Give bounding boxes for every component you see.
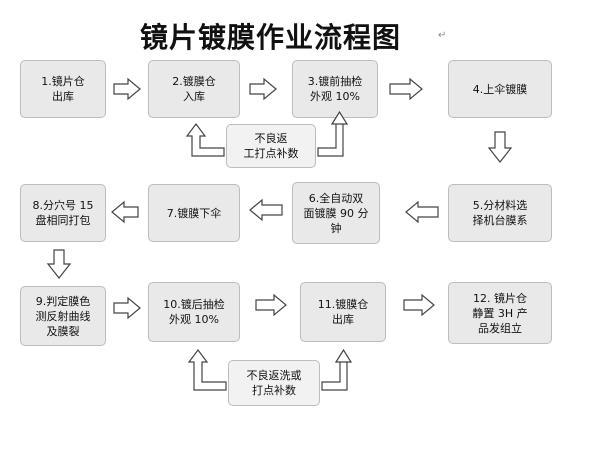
rework-1-box: 不良返 工打点补数	[226, 124, 316, 168]
step-7-box: 7.镀膜下伞	[148, 184, 240, 242]
arrow-right-10-11	[255, 293, 287, 317]
arrow-rework-1-to-step-2	[185, 123, 225, 157]
arrow-step-11-to-rework-2	[321, 348, 353, 391]
arrow-down-4-5	[487, 131, 513, 163]
arrow-down-8-9	[46, 249, 72, 279]
step-12-box: 12. 镜片仓 静置 3H 产 品发组立	[448, 282, 552, 344]
arrow-left-5-6	[405, 200, 439, 224]
arrow-right-2-3	[249, 77, 277, 101]
arrow-right-3-4	[389, 77, 423, 101]
rework-2-box: 不良返洗或 打点补数	[228, 360, 320, 406]
arrow-left-7-8	[111, 200, 139, 224]
diagram-title: 镜片镀膜作业流程图	[140, 21, 402, 54]
arrow-right-1-2	[113, 77, 141, 101]
arrow-right-9-10	[113, 296, 141, 320]
step-3-box: 3.镀前抽检 外观 10%	[292, 60, 378, 118]
step-8-box: 8.分穴号 15 盘相同打包	[20, 184, 106, 242]
arrow-step-3-to-rework-1	[317, 110, 349, 157]
step-1-box: 1.镜片仓 出库	[20, 60, 106, 118]
step-2-box: 2.镀膜仓 入库	[148, 60, 240, 118]
step-6-box: 6.全自动双 面镀膜 90 分 钟	[292, 182, 380, 244]
arrow-left-6-7	[249, 198, 283, 222]
arrow-right-11-12	[403, 293, 435, 317]
step-5-box: 5.分材料选 择机台膜系	[448, 184, 552, 242]
step-4-box: 4.上伞镀膜	[448, 60, 552, 118]
step-11-box: 11.镀膜仓 出库	[300, 282, 386, 342]
step-9-box: 9.判定膜色 测反射曲线 及膜裂	[20, 286, 106, 346]
paragraph-mark: ↵	[438, 30, 447, 41]
step-10-box: 10.镀后抽检 外观 10%	[148, 282, 240, 342]
arrow-rework-2-to-step-10	[187, 349, 227, 391]
